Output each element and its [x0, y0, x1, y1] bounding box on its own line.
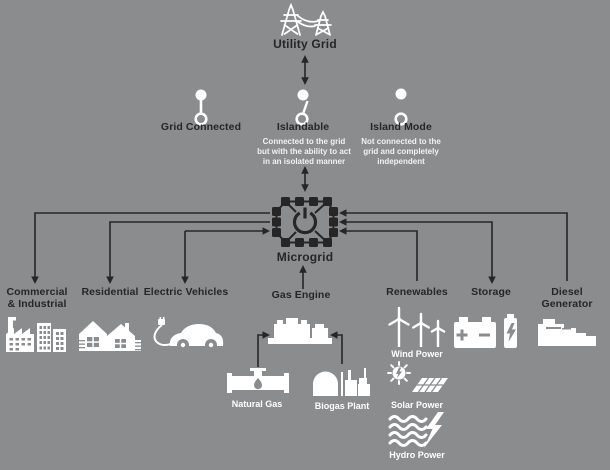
solar-power-label: Solar Power [390, 400, 444, 410]
island-mode-description: Not connected to the grid and completely… [361, 137, 441, 166]
power-icon [292, 207, 318, 235]
transmission-towers-icon [280, 3, 332, 36]
biogas-plant-icon [313, 368, 370, 396]
microgrid-chip-icon [272, 197, 338, 247]
generator-icon [538, 319, 596, 346]
storage-label: Storage [471, 286, 511, 298]
wind-power-label: Wind Power [391, 349, 443, 359]
islandable-description: Connected to the grid but with the abili… [257, 137, 351, 166]
electric-vehicles-label: Electric Vehicles [143, 286, 229, 298]
utility-grid-label: Utility Grid [273, 37, 337, 51]
wind-turbines-icon [388, 306, 446, 347]
natural-gas-label: Natural Gas [231, 399, 283, 409]
solar-panel-icon [387, 361, 448, 393]
houses-icon [79, 321, 141, 351]
biogas-plant-label: Biogas Plant [314, 401, 370, 411]
open-switch-icon [394, 88, 408, 126]
grid-connected-label: Grid Connected [160, 121, 242, 133]
battery-icon [454, 314, 517, 348]
commercial-industrial-label: Commercial& Industrial [6, 286, 68, 310]
islandable-label: Islandable [276, 121, 330, 133]
renewables-label: Renewables [386, 286, 448, 298]
factory-icon [6, 317, 66, 352]
engine-icon [268, 318, 332, 344]
microgrid-label: Microgrid [276, 250, 334, 264]
gas-engine-label: Gas Engine [271, 289, 331, 301]
closed-switch-icon [194, 89, 208, 126]
electric-car-icon [153, 317, 224, 351]
hydro-power-label: Hydro Power [389, 450, 445, 460]
residential-label: Residential [81, 286, 139, 298]
gas-pipeline-icon [227, 368, 289, 393]
island-mode-label: Island Mode [370, 121, 432, 133]
hydro-power-icon [388, 412, 444, 448]
partially-open-switch-icon [295, 89, 309, 126]
